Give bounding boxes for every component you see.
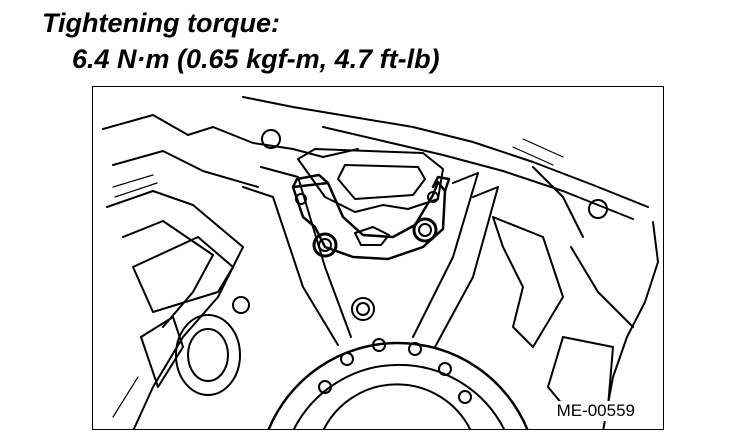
bracket-arm-left — [291, 173, 330, 189]
housing-arc-outer — [267, 341, 529, 429]
port-left-inner — [187, 328, 229, 382]
bracket-arm-right — [431, 175, 451, 193]
hatch-lines — [112, 138, 564, 418]
pocket-right — [492, 216, 564, 348]
case-outline-left — [102, 114, 359, 158]
rib-right-3 — [532, 166, 584, 238]
recess-outline — [297, 148, 444, 213]
flywheel-hole-5 — [438, 362, 452, 376]
port-left — [175, 314, 241, 396]
rib-right — [412, 172, 479, 338]
figure-code: ME-00559 — [554, 401, 637, 421]
case-outline-top — [242, 96, 649, 208]
recess-inner — [337, 164, 426, 200]
bolt-left — [312, 232, 338, 258]
housing-arc-mid — [292, 363, 506, 429]
mount-hole-top — [261, 129, 281, 149]
rib-left — [242, 186, 339, 346]
case-outline-left-inner — [112, 150, 259, 188]
bracket-hole-small — [295, 193, 307, 205]
rib-left-2 — [260, 166, 352, 338]
torque-value: 6.4 N·m (0.65 kgf-m, 4.7 ft-lb) — [72, 44, 440, 74]
case-edge-right — [602, 221, 659, 429]
diagram-frame: ME-00559 — [92, 86, 664, 430]
flywheel-hole-4 — [408, 342, 422, 356]
port-left-hole — [232, 296, 250, 314]
hub-hole — [351, 297, 375, 321]
bolt-right-head — [418, 223, 432, 237]
flywheel-hole-1 — [318, 380, 332, 394]
pocket-left — [132, 236, 234, 313]
flywheel-hole-3 — [372, 338, 386, 352]
flywheel-hole-2 — [340, 352, 354, 366]
flywheel-hole-6 — [458, 390, 472, 404]
transmission-case-drawing — [102, 96, 659, 429]
bracket-center-boss — [354, 226, 390, 246]
case-edge-right-2 — [570, 246, 634, 328]
bolt-right — [412, 217, 438, 243]
pocket-left-lower — [140, 316, 184, 388]
rib-right-2 — [434, 186, 499, 348]
torque-title: Tightening torque: — [42, 8, 280, 38]
mount-hole-right — [588, 199, 608, 219]
case-outline-top-2 — [322, 126, 634, 220]
hub-hole-inner — [356, 302, 370, 316]
bracket-hole-right — [427, 191, 439, 203]
bolt-left-head — [318, 238, 332, 252]
housing-arc-inner — [322, 383, 472, 429]
